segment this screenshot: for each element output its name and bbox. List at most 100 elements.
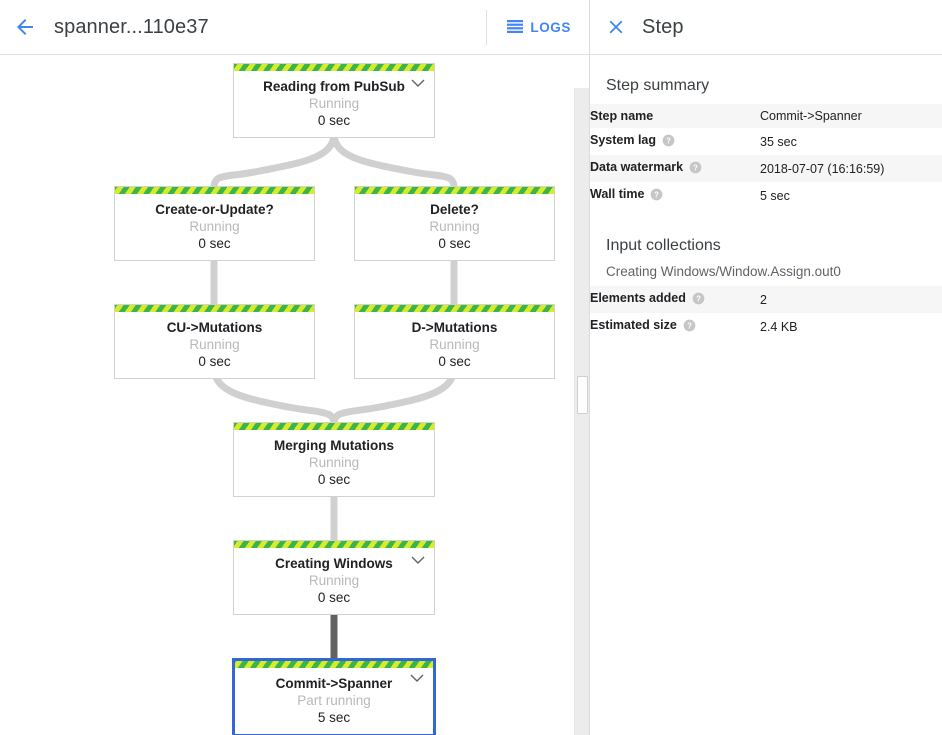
panel-header: Step xyxy=(590,0,942,55)
node-status: Part running xyxy=(297,693,371,708)
node-title: Reading from PubSub xyxy=(263,79,405,94)
node-status: Running xyxy=(189,337,240,352)
node-status: Running xyxy=(189,219,240,234)
graph-node-reading-from-pubsub[interactable]: Reading from PubSub Running 0 sec xyxy=(233,63,435,138)
node-status-bar xyxy=(235,661,433,668)
chevron-down-icon[interactable] xyxy=(411,78,425,88)
table-row: Wall time? 5 sec xyxy=(590,182,942,209)
pipeline-graph-canvas[interactable]: Reading from PubSub Running 0 sec Create… xyxy=(0,55,589,735)
node-body: Delete? Running 0 sec xyxy=(355,194,554,260)
scrollbar-thumb[interactable] xyxy=(577,376,588,414)
node-time: 0 sec xyxy=(438,236,471,251)
arrow-back-icon[interactable] xyxy=(0,0,50,55)
toolbar-divider xyxy=(486,9,488,45)
pane-divider xyxy=(589,0,590,735)
input-collections-heading: Input collections xyxy=(606,237,721,254)
svg-text:?: ? xyxy=(655,190,660,199)
node-status: Running xyxy=(429,337,480,352)
row-label: System lag xyxy=(590,133,657,147)
logs-button-label: LOGS xyxy=(530,19,571,35)
row-value: 2018-07-07 (16:16:59) xyxy=(760,155,942,182)
node-title: Commit->Spanner xyxy=(275,676,393,691)
graph-node-commit-spanner[interactable]: Commit->Spanner Part running 5 sec xyxy=(232,658,436,735)
logs-button[interactable]: LOGS xyxy=(487,0,589,55)
close-icon[interactable] xyxy=(590,0,642,55)
graph-node-creating-windows[interactable]: Creating Windows Running 0 sec xyxy=(233,540,435,615)
input-collections-table: Elements added? 2 Estimated size? 2.4 KB xyxy=(590,286,942,340)
node-title: CU->Mutations xyxy=(166,320,263,335)
graph-node-cu-mutations[interactable]: CU->Mutations Running 0 sec xyxy=(114,304,315,379)
graph-vertical-scrollbar[interactable] xyxy=(574,88,589,735)
row-value: 5 sec xyxy=(760,188,790,203)
job-toolbar: spanner...110e37 LOGS xyxy=(0,0,589,55)
node-status-bar xyxy=(115,305,314,312)
table-row: Data watermark? 2018-07-07 (16:16:59) xyxy=(590,155,942,182)
row-label: Data watermark xyxy=(590,160,684,174)
logs-list-icon xyxy=(507,20,524,34)
node-time: 0 sec xyxy=(317,472,351,487)
row-label-cell: Data watermark? xyxy=(590,155,760,182)
row-label: Estimated size xyxy=(590,318,677,332)
svg-text:?: ? xyxy=(666,136,671,145)
node-status-bar xyxy=(234,64,434,71)
svg-text:?: ? xyxy=(687,321,692,330)
node-time: 0 sec xyxy=(438,354,471,369)
table-row: System lag? 35 sec xyxy=(590,128,942,155)
node-title: Delete? xyxy=(430,202,479,217)
node-time: 0 sec xyxy=(198,236,231,251)
node-status-bar xyxy=(234,423,434,430)
node-status: Running xyxy=(308,96,360,111)
node-time: 5 sec xyxy=(317,710,351,725)
graph-node-create-or-update[interactable]: Create-or-Update? Running 0 sec xyxy=(114,186,315,261)
node-time: 0 sec xyxy=(317,113,351,128)
graph-node-d-mutations[interactable]: D->Mutations Running 0 sec xyxy=(354,304,555,379)
table-row: Elements added? 2 xyxy=(590,286,942,313)
svg-text:?: ? xyxy=(696,294,701,303)
step-summary-heading: Step summary xyxy=(606,77,710,94)
svg-text:?: ? xyxy=(693,163,698,172)
node-time: 0 sec xyxy=(198,354,231,369)
row-label: Wall time xyxy=(590,187,645,201)
input-collection-name: Creating Windows/Window.Assign.out0 xyxy=(606,264,841,279)
help-icon[interactable]: ? xyxy=(650,188,663,204)
node-status-bar xyxy=(355,187,554,194)
chevron-down-icon[interactable] xyxy=(410,673,424,683)
node-status-bar xyxy=(115,187,314,194)
node-status: Running xyxy=(308,573,360,588)
step-details-panel: Step Step summary Step name Commit->Span… xyxy=(590,0,942,735)
row-label-cell: Estimated size? xyxy=(590,313,760,340)
graph-node-merging-mutations[interactable]: Merging Mutations Running 0 sec xyxy=(233,422,435,497)
node-body: Create-or-Update? Running 0 sec xyxy=(115,194,314,260)
help-icon[interactable]: ? xyxy=(689,161,702,177)
toolbar-actions: LOGS xyxy=(486,0,589,55)
chevron-down-icon[interactable] xyxy=(411,555,425,565)
row-label-cell: Wall time? xyxy=(590,182,760,209)
row-value: Commit->Spanner xyxy=(760,104,942,128)
panel-content: Step summary Step name Commit->Spanner S… xyxy=(590,55,942,340)
node-title: Create-or-Update? xyxy=(155,202,274,217)
node-title: Merging Mutations xyxy=(274,438,394,453)
row-value: 35 sec xyxy=(760,134,797,149)
node-body: Reading from PubSub Running 0 sec xyxy=(234,71,434,137)
node-body: Commit->Spanner Part running 5 sec xyxy=(235,668,433,734)
help-icon[interactable]: ? xyxy=(662,134,675,150)
row-label-cell: System lag? xyxy=(590,128,760,155)
node-time: 0 sec xyxy=(317,590,351,605)
table-row: Step name Commit->Spanner xyxy=(590,104,942,128)
step-summary-table: Step name Commit->Spanner System lag? 35… xyxy=(590,104,942,209)
help-icon[interactable]: ? xyxy=(683,319,696,335)
row-value: 2.4 KB xyxy=(760,319,798,334)
graph-node-delete[interactable]: Delete? Running 0 sec xyxy=(354,186,555,261)
node-body: Creating Windows Running 0 sec xyxy=(234,548,434,614)
help-icon[interactable]: ? xyxy=(692,292,705,308)
row-label: Elements added xyxy=(590,291,686,305)
table-row: Estimated size? 2.4 KB xyxy=(590,313,942,340)
row-label-cell: Elements added? xyxy=(590,286,760,313)
node-status-bar xyxy=(355,305,554,312)
row-label: Step name xyxy=(590,104,760,128)
node-status: Running xyxy=(429,219,480,234)
node-title: Creating Windows xyxy=(275,556,393,571)
job-graph-pane: spanner...110e37 LOGS xyxy=(0,0,589,735)
node-status: Running xyxy=(308,455,360,470)
